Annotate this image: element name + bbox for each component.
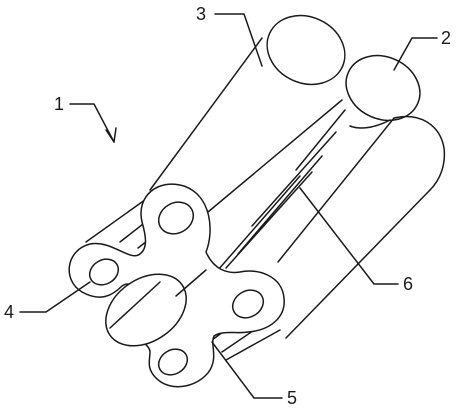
front-cross-section <box>68 183 285 388</box>
label-2: 2 <box>441 28 451 48</box>
leader-lines <box>19 13 438 399</box>
label-3: 3 <box>196 4 206 24</box>
label-4: 4 <box>4 302 14 322</box>
bores <box>88 201 265 376</box>
cylinder-3 <box>149 14 346 213</box>
cylinder-right <box>277 115 446 339</box>
cylinder-2 <box>295 54 421 171</box>
connector-webs <box>217 119 391 271</box>
label-6: 6 <box>403 274 413 294</box>
label-1: 1 <box>54 94 64 114</box>
label-5: 5 <box>287 388 297 408</box>
labels: 3 2 1 6 4 5 <box>4 4 451 408</box>
